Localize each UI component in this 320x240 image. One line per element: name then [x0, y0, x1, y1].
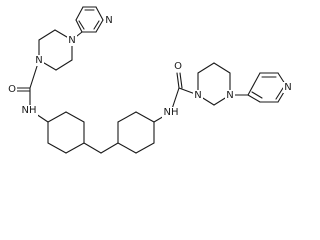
atom-labels: N N N O NH NH O N N N: [7, 15, 293, 118]
methylene-bridge: [83, 142, 119, 154]
right-piperazine-ring: [197, 62, 249, 106]
right-pyridine-ring: [247, 72, 288, 103]
right-cyclohexane-ring: [117, 111, 172, 154]
amide-nh-label-right: NH: [164, 107, 179, 118]
piperazine-nitrogen-label-right-left: N: [194, 90, 201, 101]
pyridine-nitrogen-label-right: N: [284, 82, 291, 93]
left-cyclohexane-ring: [29, 109, 85, 154]
pyridine-nitrogen-label-left: N: [105, 15, 112, 26]
piperazine-nitrogen-label-right-right: N: [226, 90, 233, 101]
piperazine-nitrogen-label-left-top: N: [68, 35, 75, 46]
left-urea-group: [14, 59, 40, 111]
amide-nh-label-left: NH: [22, 105, 37, 116]
piperazine-nitrogen-label-left-bottom: N: [35, 55, 42, 66]
carbonyl-oxygen-label-left: O: [8, 84, 16, 95]
chemical-structure: N N N O NH NH O N N N: [7, 6, 293, 154]
carbonyl-oxygen-label-right: O: [174, 61, 182, 72]
left-pyridine-ring: [75, 6, 104, 33]
